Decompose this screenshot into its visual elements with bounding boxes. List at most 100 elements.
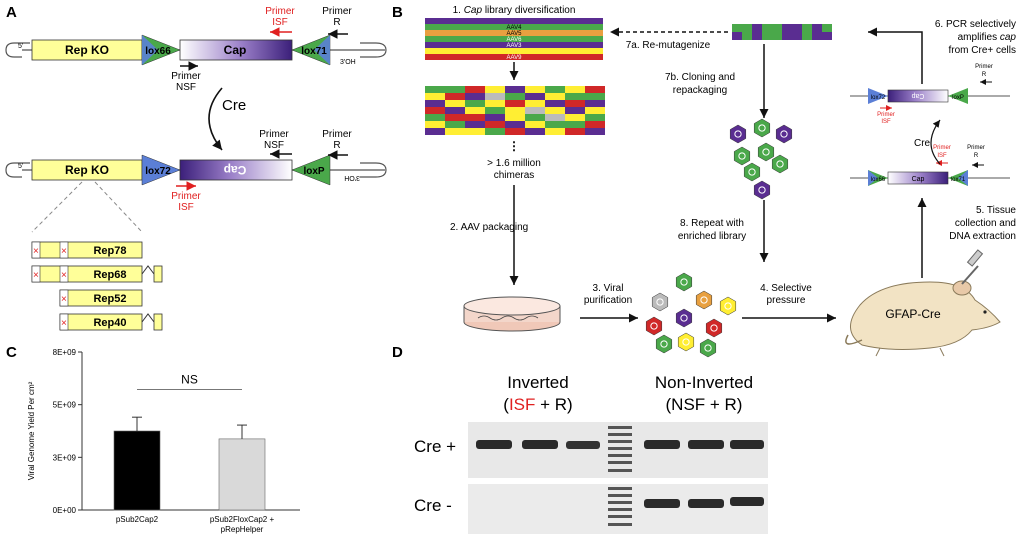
capsid <box>757 142 775 162</box>
b-primer-r-top-2: R <box>982 72 987 78</box>
b-primer-isf-bottom-2: ISF <box>937 153 947 159</box>
chimera-segment <box>465 128 485 135</box>
chimera-segment <box>545 100 565 107</box>
step7b-label-2: repackaging <box>673 85 727 96</box>
chimera-segment <box>565 114 585 121</box>
chimera-segment <box>565 100 585 107</box>
b-primer-r-bottom-2: R <box>974 153 979 159</box>
step3-label-1: 3. Viral <box>593 283 624 294</box>
chimera-segment <box>565 93 585 100</box>
b-cre-label: Cre <box>914 138 931 149</box>
chimera-segment <box>505 100 525 107</box>
cre-label: Cre <box>222 97 246 114</box>
capsid <box>753 180 771 200</box>
ladder-plus <box>608 426 632 472</box>
primer-isf2-label-1: Primer <box>171 191 201 202</box>
chimera-segment <box>445 128 465 135</box>
capsid-core <box>700 296 708 304</box>
enriched-segment <box>812 24 822 32</box>
loxp-label: loxP <box>303 166 324 177</box>
chimera-segment <box>525 86 545 93</box>
b-construct-floxed <box>850 170 1010 186</box>
y-tick-label: 5E+09 <box>53 401 77 410</box>
capsid-core <box>656 298 664 306</box>
enriched-segment <box>812 32 822 40</box>
capsid-core <box>758 186 766 194</box>
chimera-segment <box>485 86 505 93</box>
y-tick-label: 3E+09 <box>53 453 77 462</box>
b-cap-label: Cap <box>912 176 925 183</box>
panel-label-d: D <box>392 344 403 361</box>
rep-ko-label-2: Rep KO <box>65 163 109 177</box>
chimera-segment <box>445 114 465 121</box>
chimera-segment <box>485 114 505 121</box>
chimera-segment <box>525 100 545 107</box>
b-primer-r-top-1: Primer <box>975 64 993 70</box>
cap-label: Cap <box>224 43 247 57</box>
panel-label-c: C <box>6 344 17 361</box>
rep40-label: Rep40 <box>93 317 126 329</box>
chimera-segment <box>525 107 545 114</box>
bar-0 <box>113 430 161 511</box>
chimera-segment <box>445 86 465 93</box>
band-plus-5 <box>688 440 724 449</box>
capsid <box>719 296 737 316</box>
capsid <box>655 334 673 354</box>
chimera-segment <box>485 100 505 107</box>
primer-nsf2-label-2: NSF <box>264 140 284 151</box>
chimera-segment <box>465 100 485 107</box>
non-inverted-primers-label: (NSF + R) <box>666 395 743 414</box>
capsid-core <box>724 302 732 310</box>
chimera-segment <box>425 114 445 121</box>
chimera-segment <box>485 121 505 128</box>
enriched-segment <box>782 24 792 32</box>
svg-text:×: × <box>61 318 67 329</box>
enriched-segment <box>732 24 742 32</box>
chimera-segment <box>465 114 485 121</box>
capsid <box>733 146 751 166</box>
capsid <box>651 292 669 312</box>
chimera-segment <box>565 86 585 93</box>
svg-text:×: × <box>61 246 67 257</box>
chimera-segment <box>505 107 525 114</box>
serotype-aav5: AAV5 <box>507 31 523 37</box>
chimera-segment <box>565 128 585 135</box>
capsid-core <box>680 278 688 286</box>
chimera-segment <box>545 86 565 93</box>
construct-inverted <box>5 154 387 186</box>
capsid <box>729 124 747 144</box>
panel-label-b: B <box>392 4 403 21</box>
chimera-segment <box>505 86 525 93</box>
capsid <box>699 338 717 358</box>
x-tick-label: pSub2FloxCap2 + <box>210 515 275 524</box>
chimera-segment <box>545 107 565 114</box>
step7b-label-1: 7b. Cloning and <box>665 72 735 83</box>
step6-label-1: 6. PCR selectively <box>935 19 1016 30</box>
primer-nsf2-label-1: Primer <box>259 129 289 140</box>
arrow-pcr-to-library <box>868 27 923 84</box>
enriched-segment <box>762 24 772 32</box>
capsid-core <box>762 148 770 156</box>
rep78-label: Rep78 <box>93 245 126 257</box>
serotype-aav3: AAV3 <box>507 43 523 49</box>
step2-label: 2. AAV packaging <box>450 222 528 233</box>
b-primer-r-bottom-1: Primer <box>967 145 985 151</box>
chimera-segment <box>585 128 605 135</box>
capsid-core <box>734 130 742 138</box>
enriched-segment <box>752 32 762 40</box>
capsid-core <box>660 340 668 348</box>
b-lox72-label: lox72 <box>871 95 886 101</box>
capsid-core <box>682 338 690 346</box>
step8-label-1: 8. Repeat with <box>680 218 744 229</box>
chimera-segment <box>585 114 605 121</box>
capsid-core <box>780 130 788 138</box>
chimera-segment <box>485 128 505 135</box>
gel-cre-minus <box>468 484 768 534</box>
capsid-core <box>680 314 688 322</box>
svg-text:×: × <box>61 270 67 281</box>
capsid <box>771 154 789 174</box>
b-cap-inv-label: Cap <box>911 92 924 99</box>
step8-label-2: enriched library <box>678 231 746 242</box>
x-tick-label: pSub2Cap2 <box>116 515 159 524</box>
